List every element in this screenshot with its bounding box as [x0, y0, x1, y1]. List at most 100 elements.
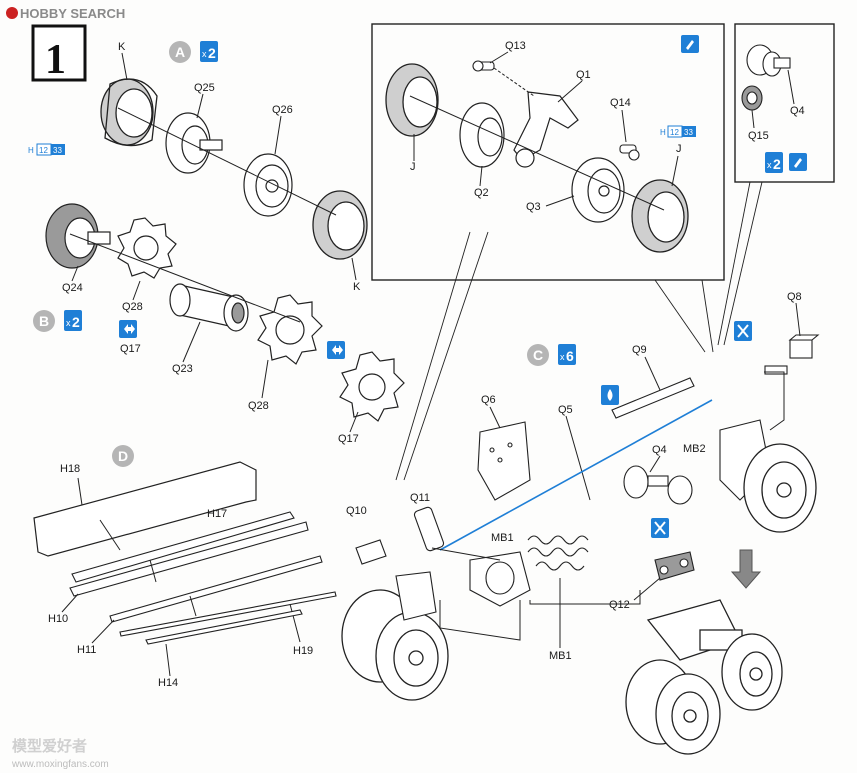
part-j-tire-left [385, 63, 439, 137]
label-k-bottom: K [353, 281, 361, 293]
part-q15-bushing [741, 85, 763, 111]
label-q1: Q1 [576, 69, 591, 81]
svg-text:x: x [560, 352, 565, 362]
label-q17-left: Q17 [120, 343, 141, 355]
part-q4-small [746, 44, 791, 77]
part-k-tire-top [100, 78, 158, 147]
paint-prefix: H [28, 146, 34, 155]
paint-prefix: H [660, 128, 666, 137]
axle-guide-line [439, 399, 713, 551]
label-q24: Q24 [62, 282, 83, 294]
label-h18: H18 [60, 463, 80, 475]
label-h14: H14 [158, 677, 178, 689]
callout-line [395, 231, 471, 481]
label-h17: H17 [207, 508, 227, 520]
callout-line [717, 181, 751, 346]
assembled-bogie [625, 599, 783, 755]
label-mb2: MB2 [683, 443, 706, 455]
step-box: 1 [31, 24, 87, 83]
inset-idler-assembly [734, 23, 835, 183]
assembly-axis-b [69, 233, 301, 323]
part-h18-fender [33, 461, 257, 557]
label-q4-main: Q4 [652, 444, 667, 456]
part-q25-hub [165, 112, 223, 174]
label-q8: Q8 [787, 291, 802, 303]
watermark-cn: 模型爱好者 [12, 737, 87, 755]
svg-text:x: x [767, 160, 772, 170]
rotate-both-ways-icon [327, 341, 345, 359]
assembly-guide-lines [431, 371, 785, 641]
part-q6-bracket [477, 421, 531, 501]
label-j-right: J [676, 143, 682, 155]
callout-line [723, 181, 763, 346]
hobby-search-logo: HOBBY SEARCH [6, 6, 125, 21]
part-q8-block [764, 334, 820, 375]
subassembly-b-multiplier: 2 [72, 314, 80, 330]
watermark-url: www.moxingfans.com [11, 759, 109, 770]
assembly-axis-inset [409, 95, 665, 211]
label-j-left: J [410, 161, 416, 173]
step-number: 1 [45, 37, 66, 83]
subassembly-a-letter: A [175, 44, 185, 60]
part-q4-hub [623, 465, 693, 505]
part-q10-plate [355, 539, 387, 565]
label-q13: Q13 [505, 40, 526, 52]
subassembly-c-letter: C [533, 347, 543, 363]
part-q26-wheel [243, 153, 293, 217]
assembly-axis-a [117, 107, 337, 216]
direction-arrow-icon [730, 549, 762, 589]
label-h11: H11 [77, 644, 96, 656]
label-q26: Q26 [272, 104, 293, 116]
subassembly-b-letter: B [39, 313, 49, 329]
paint-code-box-left: H 12 33 [28, 143, 65, 156]
svg-text:x: x [202, 49, 207, 59]
label-q28-right: Q28 [248, 400, 269, 412]
paint-code-box-inset: H 12 33 [660, 125, 696, 138]
logo-text: HOBBY SEARCH [20, 6, 125, 21]
label-q25: Q25 [194, 82, 215, 94]
part-q24-sprocket-hub [45, 203, 111, 269]
rotate-both-ways-icon [119, 320, 137, 338]
label-q5: Q5 [558, 404, 573, 416]
multiplier-badge-inset: x 2 [765, 152, 783, 173]
inset-roller-assembly [371, 23, 725, 281]
do-not-glue-icon [651, 518, 669, 538]
callout-line [701, 279, 714, 353]
paint-code-1: 12 [670, 128, 679, 137]
subassembly-d-letter: D [118, 448, 128, 464]
part-k-tire-bottom [312, 190, 368, 260]
paint-code-2: 33 [684, 128, 693, 137]
part-q1-arm [513, 91, 579, 168]
part-q28-sprocket-right [257, 294, 323, 365]
part-j-tire-right [631, 179, 689, 253]
part-q11-link [413, 506, 445, 552]
part-q17-sprocket [339, 351, 405, 422]
road-wheel-left [341, 589, 449, 701]
label-q9: Q9 [632, 344, 647, 356]
subassembly-d-badge: D [112, 445, 134, 467]
label-k-top: K [118, 41, 126, 53]
part-q12-link [654, 551, 695, 581]
subassembly-c-badge: C x 6 [527, 344, 576, 366]
part-left-arm [395, 571, 437, 621]
callout-line [654, 279, 706, 353]
label-q12: Q12 [609, 599, 630, 611]
label-q15: Q15 [748, 130, 769, 142]
svg-text:x: x [66, 318, 71, 328]
label-mb1-bottom: MB1 [549, 650, 572, 662]
part-q3-wheel [571, 157, 625, 223]
label-q28-left: Q28 [122, 301, 143, 313]
assembly-guide-lines-d [99, 519, 197, 617]
label-q3: Q3 [526, 201, 541, 213]
subassembly-a-badge: A x 2 [169, 41, 218, 63]
inset-multiplier: 2 [773, 156, 781, 172]
label-mb1-top: MB1 [491, 532, 514, 544]
part-h19-strip [119, 591, 337, 637]
subassembly-a-multiplier: 2 [208, 45, 216, 61]
watermark: 模型爱好者 www.moxingfans.com [11, 737, 109, 770]
label-q17-right: Q17 [338, 433, 359, 445]
paint-code-1: 12 [39, 146, 48, 155]
part-mb1-springs [527, 535, 589, 571]
